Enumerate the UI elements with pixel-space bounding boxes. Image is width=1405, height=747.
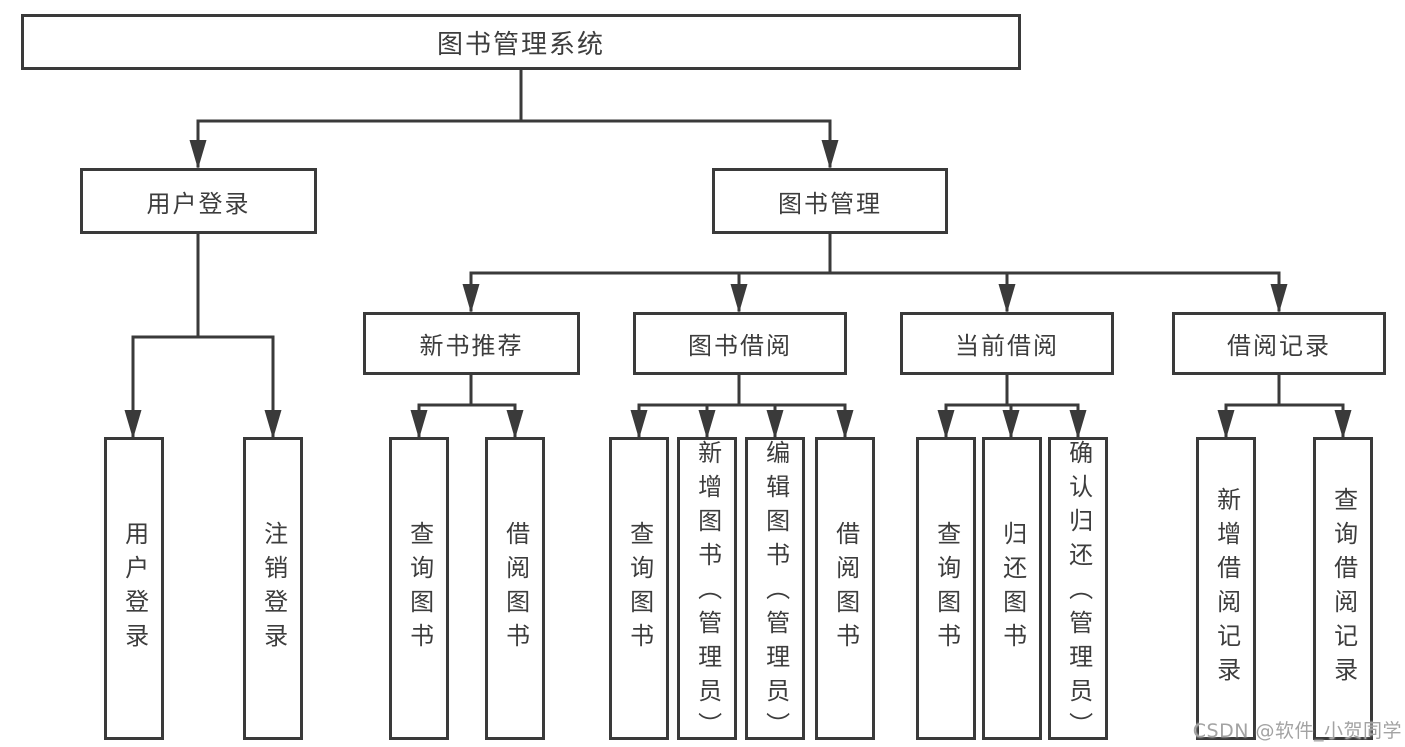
node-label: 查询图书 [405,520,434,657]
node-label: 图书管理系统 [436,29,605,60]
leaf-records-add-record: 新增借阅记录 [1196,437,1256,740]
leaf-user-login: 用户登录 [104,437,164,740]
leaf-newbook-borrow-books: 借阅图书 [485,437,545,740]
node-current-borrow: 当前借阅 [900,312,1114,375]
node-label: 查询图书 [932,520,961,657]
node-label: 图书管理 [778,189,882,218]
node-book-borrow: 图书借阅 [633,312,847,375]
leaf-newbook-query-books: 查询图书 [389,437,449,740]
leaf-borrow-query-books: 查询图书 [609,437,669,740]
node-label: 新增借阅记录 [1212,486,1241,691]
leaf-logout: 注销登录 [243,437,303,740]
node-label: 图书借阅 [688,332,792,360]
node-label: 查询图书 [625,520,654,657]
leaf-borrow-edit-books-admin: 编辑图书（管理员） [745,437,805,746]
node-label: 用户登录 [120,520,149,657]
node-borrow-records: 借阅记录 [1172,312,1386,375]
leaf-borrow-borrow-books: 借阅图书 [815,437,875,740]
node-label: 编辑图书（管理员） [761,440,790,746]
node-label: 归还图书 [998,520,1027,657]
node-new-book-recommend: 新书推荐 [363,312,580,375]
node-label: 借阅记录 [1227,332,1331,360]
leaf-current-return-books: 归还图书 [982,437,1042,740]
node-label: 确认归还（管理员） [1064,440,1093,746]
node-label: 新增图书（管理员） [693,440,722,746]
node-root: 图书管理系统 [21,14,1021,70]
node-label: 借阅图书 [501,520,530,657]
arrowheads [124,140,1352,439]
leaf-current-confirm-return-admin: 确认归还（管理员） [1048,437,1108,746]
leaf-current-query-books: 查询图书 [916,437,976,740]
node-label: 新书推荐 [419,332,524,360]
node-user-login: 用户登录 [80,168,317,234]
node-label: 借阅图书 [831,520,860,657]
node-label: 查询借阅记录 [1329,486,1358,691]
node-book-management: 图书管理 [712,168,948,234]
csdn-watermark: CSDN @软件_小贺同学 [1192,720,1402,742]
node-label: 用户登录 [146,189,251,218]
node-label: 注销登录 [259,520,288,657]
node-label: 当前借阅 [955,332,1059,360]
leaf-records-query-record: 查询借阅记录 [1313,437,1373,740]
leaf-borrow-add-books-admin: 新增图书（管理员） [677,437,737,746]
